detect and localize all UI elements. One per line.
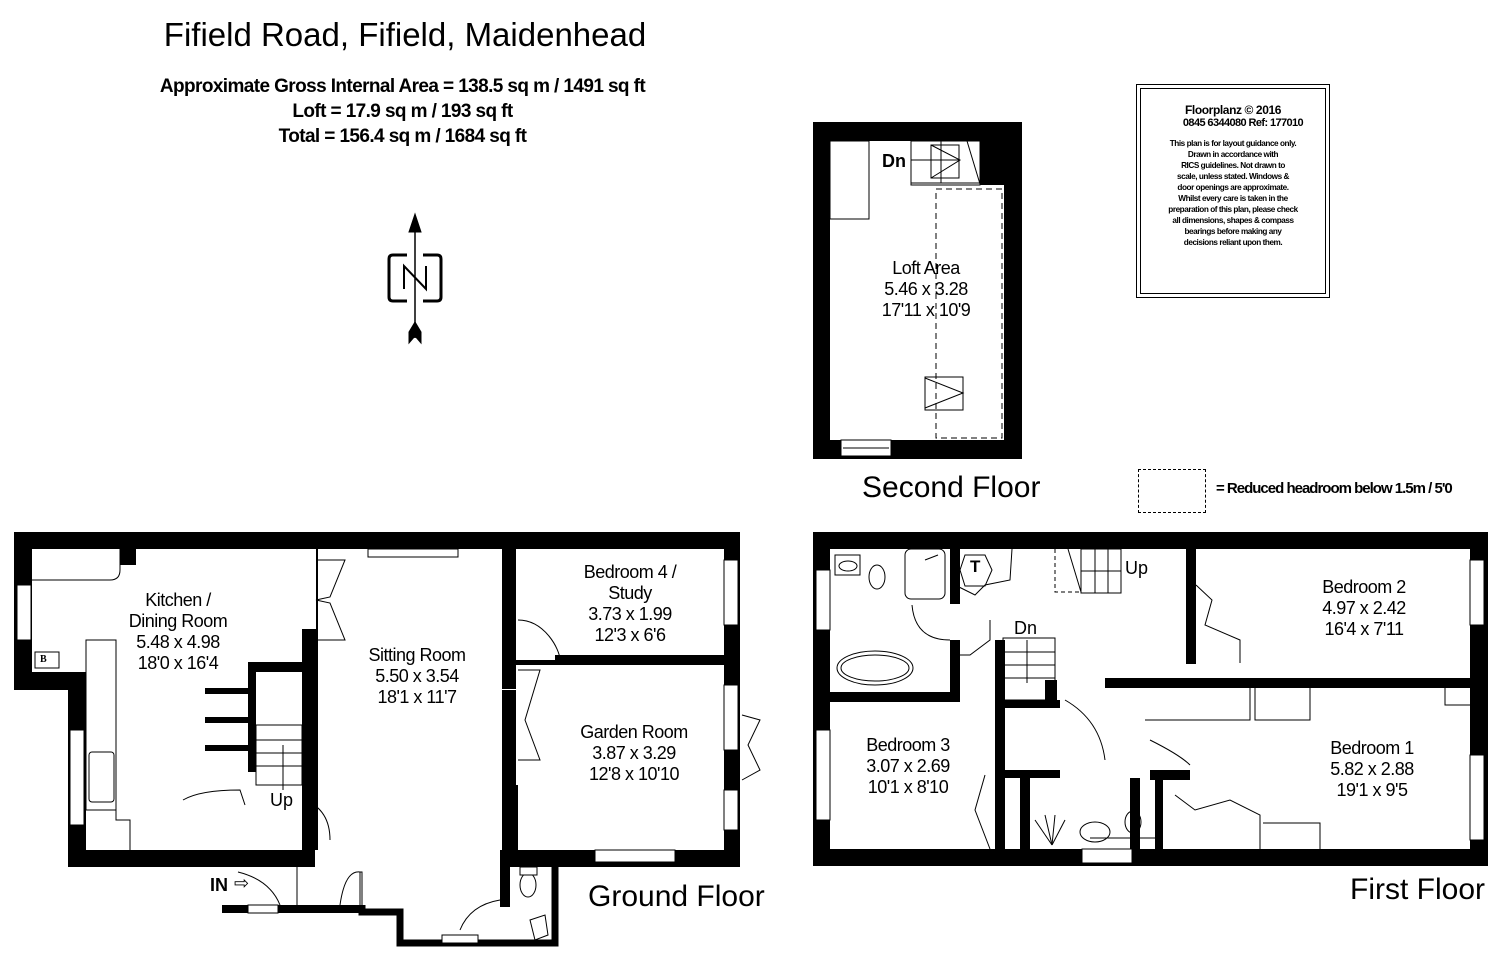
disclaimer-line: This plan is for layout guidance only. xyxy=(1169,139,1297,148)
loft-stairs-down-label: Dn xyxy=(882,151,906,171)
disclaimer-text: This plan is for layout guidance only. D… xyxy=(1141,138,1325,248)
disclaimer-line: preparation of this plan, please check xyxy=(1168,205,1298,214)
room-sitting-room: Sitting Room 5.50 x 3.54 18'1 x 11'7 xyxy=(347,645,487,708)
disclaimer-line: scale, unless stated. Windows & xyxy=(1176,172,1289,181)
water-tank-label: T xyxy=(970,557,981,576)
loft-area: Loft = 17.9 sq m / 193 sq ft xyxy=(292,101,513,122)
room-dimensions-metric: 3.73 x 1.99 xyxy=(588,604,672,624)
room-kitchen-dining: Kitchen / Dining Room 5.48 x 4.98 18'0 x… xyxy=(108,590,248,674)
first-floor-plan xyxy=(813,532,1488,866)
entrance-label: IN xyxy=(210,875,228,895)
area-summary: Approximate Gross Internal Area = 138.5 … xyxy=(0,74,805,149)
disclaimer-line: bearings before making any xyxy=(1184,227,1282,236)
room-bedroom-1: Bedroom 1 5.82 x 2.88 19'1 x 9'5 xyxy=(1302,738,1442,801)
room-name: Garden Room xyxy=(580,722,688,742)
room-name: Bedroom 1 xyxy=(1330,738,1414,758)
room-dimensions-imperial: 17'11 x 10'9 xyxy=(881,300,971,320)
room-dimensions-metric: 5.50 x 3.54 xyxy=(375,666,459,686)
room-name: Sitting Room xyxy=(368,645,466,665)
gross-internal-area: Approximate Gross Internal Area = 138.5 … xyxy=(159,76,646,97)
room-dimensions-imperial: 18'0 x 16'4 xyxy=(137,653,219,673)
room-bedroom-2: Bedroom 2 4.97 x 2.42 16'4 x 7'11 xyxy=(1294,577,1434,640)
room-name: Bedroom 2 xyxy=(1322,577,1406,597)
disclaimer-line: door openings are approximate. xyxy=(1177,183,1289,192)
room-garden-room: Garden Room 3.87 x 3.29 12'8 x 10'10 xyxy=(564,722,704,785)
copyright-heading: Floorplanz © 2016 xyxy=(1184,103,1282,117)
first-stairs-up-label: Up xyxy=(1125,558,1149,578)
room-bedroom-4-study: Bedroom 4 / Study 3.73 x 1.99 12'3 x 6'6 xyxy=(560,562,700,646)
second-floor-plan xyxy=(813,122,1022,459)
floor-label-first: First Floor xyxy=(1350,873,1485,906)
room-dimensions-metric: 5.48 x 4.98 xyxy=(136,632,220,652)
room-loft-area: Loft Area 5.46 x 3.28 17'11 x 10'9 xyxy=(856,258,996,321)
north-arrow-icon xyxy=(387,212,443,345)
room-dimensions-metric: 4.97 x 2.42 xyxy=(1322,598,1406,618)
disclaimer-line: Drawn in accordance with xyxy=(1187,150,1279,159)
room-name-line2: Dining Room xyxy=(128,611,228,631)
room-dimensions-imperial: 10'1 x 8'10 xyxy=(867,777,949,797)
room-name: Bedroom 3 xyxy=(866,735,950,755)
disclaimer-line: Whilst every care is taken in the xyxy=(1178,194,1288,203)
floor-label-ground: Ground Floor xyxy=(588,880,765,913)
room-dimensions-metric: 5.46 x 3.28 xyxy=(884,279,968,299)
room-dimensions-metric: 3.07 x 2.69 xyxy=(866,756,950,776)
room-dimensions-metric: 3.87 x 3.29 xyxy=(592,743,676,763)
disclaimer-box: Floorplanz © 2016 0845 6344080 Ref: 1770… xyxy=(1136,84,1330,298)
boiler-label: B xyxy=(40,654,47,665)
room-name: Kitchen / xyxy=(145,590,211,610)
room-name: Bedroom 4 / xyxy=(583,562,677,582)
reduced-headroom-legend-text: = Reduced headroom below 1.5m / 5'0 xyxy=(1216,480,1453,497)
entrance-arrow-icon: ⇨ xyxy=(234,873,250,893)
room-dimensions-imperial: 16'4 x 7'11 xyxy=(1324,619,1404,639)
disclaimer-line: decisions reliant upon them. xyxy=(1183,238,1283,247)
room-name: Loft Area xyxy=(892,258,960,278)
room-name-line2: Study xyxy=(608,583,652,603)
disclaimer-line: RICS guidelines. Not drawn to xyxy=(1181,161,1285,170)
room-dimensions-metric: 5.82 x 2.88 xyxy=(1330,759,1414,779)
total-area: Total = 156.4 sq m / 1684 sq ft xyxy=(278,126,527,147)
room-dimensions-imperial: 19'1 x 9'5 xyxy=(1336,780,1408,800)
room-bedroom-3: Bedroom 3 3.07 x 2.69 10'1 x 8'10 xyxy=(838,735,978,798)
disclaimer-line: all dimensions, shapes & compass xyxy=(1172,216,1294,225)
ground-floor-plan xyxy=(14,532,761,947)
room-dimensions-imperial: 12'3 x 6'6 xyxy=(594,625,666,645)
room-dimensions-imperial: 12'8 x 10'10 xyxy=(589,764,679,784)
property-title: Fifield Road, Fifield, Maidenhead xyxy=(163,16,647,53)
floor-label-second: Second Floor xyxy=(862,471,1041,504)
ground-stairs-up-label: Up xyxy=(270,790,294,810)
first-stairs-down-label: Dn xyxy=(1014,618,1038,638)
reference-number: 0845 6344080 Ref: 177010 xyxy=(1182,117,1304,129)
room-dimensions-imperial: 18'1 x 11'7 xyxy=(377,687,457,707)
reduced-headroom-legend-swatch xyxy=(1138,469,1206,513)
